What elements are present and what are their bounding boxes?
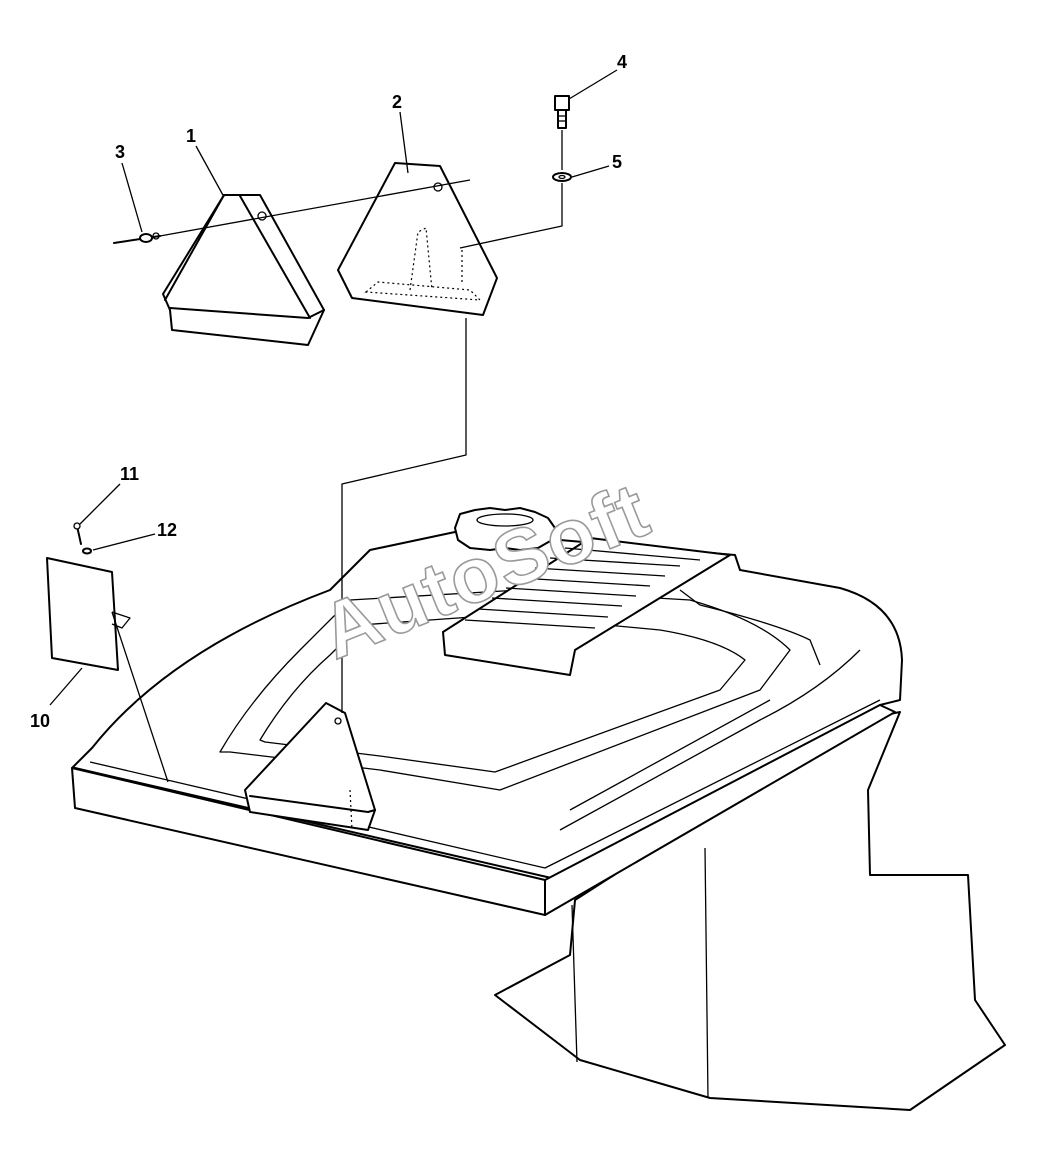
bolt-icon <box>554 95 570 129</box>
callout-leaders <box>49 69 618 706</box>
plate-part-10 <box>46 557 131 671</box>
hood-assembly <box>71 531 1006 1111</box>
pin-icon <box>113 232 161 244</box>
callout-labels: 1 2 3 4 5 10 11 12 <box>30 52 627 731</box>
washer-icon <box>552 172 572 182</box>
mounted-bracket <box>244 702 376 831</box>
assembly-lines <box>111 130 563 783</box>
fuel-cap-icon <box>454 507 556 551</box>
triangle-sign-part-1 <box>162 194 325 346</box>
bracket-part-2 <box>337 162 498 316</box>
callout-1: 1 <box>186 126 196 146</box>
callout-12: 12 <box>157 520 177 540</box>
callout-5: 5 <box>612 152 622 172</box>
small-washer-icon <box>82 547 92 555</box>
callout-4: 4 <box>617 52 627 72</box>
callout-10: 10 <box>30 711 50 731</box>
callout-3: 3 <box>115 142 125 162</box>
callout-2: 2 <box>392 92 402 112</box>
callout-11: 11 <box>120 464 139 484</box>
screw-icon <box>73 522 82 545</box>
